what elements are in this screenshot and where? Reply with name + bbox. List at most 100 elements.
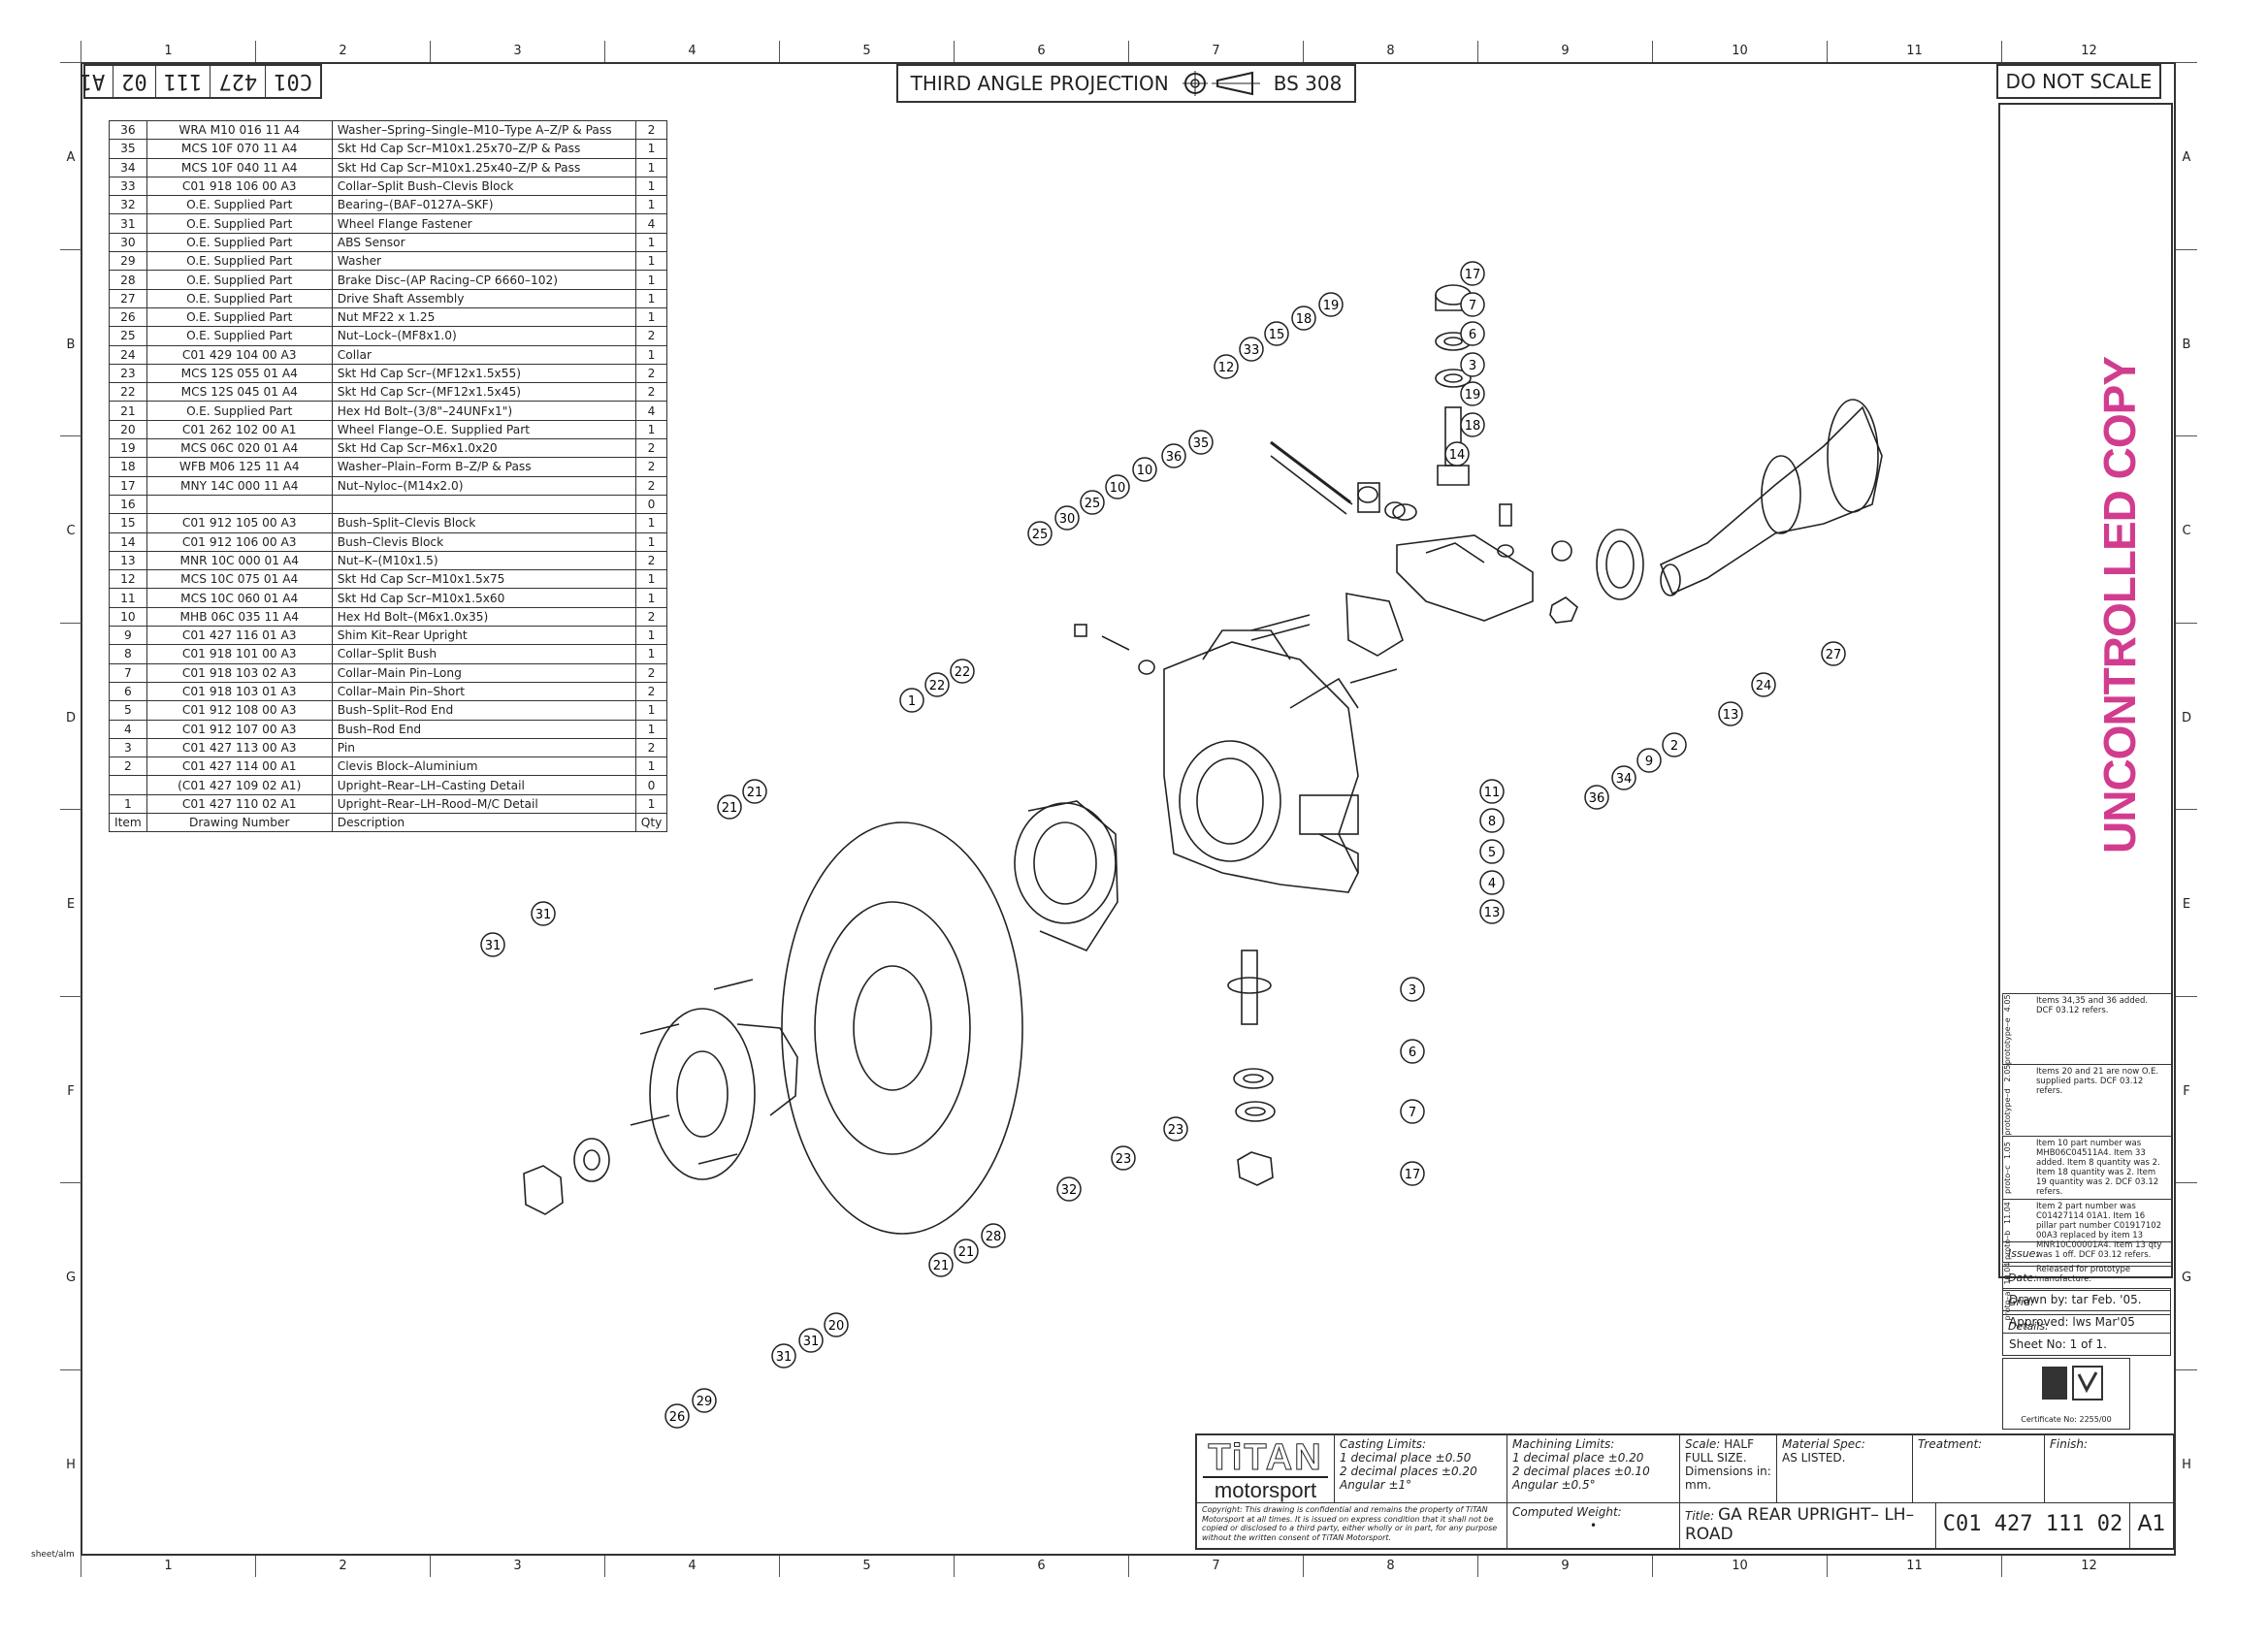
drawing-title: GA REAR UPRIGHT– LH–ROAD bbox=[1685, 1505, 1915, 1544]
item-balloon: 31 bbox=[531, 901, 556, 926]
zone-marker: G bbox=[2176, 1182, 2197, 1369]
approved-by: Approved: lws Mar'05 bbox=[2002, 1310, 2171, 1333]
balloon-number: 21 bbox=[747, 786, 763, 800]
balloon-circle bbox=[1460, 352, 1485, 377]
zone-marker: 6 bbox=[954, 1556, 1128, 1577]
treatment-label: Treatment: bbox=[1918, 1437, 1983, 1451]
balloon-number: 32 bbox=[1061, 1183, 1078, 1198]
item-balloon: 11 bbox=[1479, 779, 1505, 804]
revision-label: prototype–e 4.05 bbox=[2002, 994, 2032, 1065]
certification-badge-icon bbox=[2042, 1366, 2103, 1401]
balloon-circle bbox=[1400, 1039, 1425, 1064]
logo-motorsport-text: motorsport bbox=[1203, 1476, 1328, 1503]
balloon-number: 19 bbox=[1465, 388, 1481, 402]
item-balloon: 6 bbox=[1400, 1039, 1425, 1064]
balloon-number: 6 bbox=[1469, 328, 1476, 342]
sheet-size: A1 bbox=[2137, 1512, 2166, 1536]
bom-quantity: 1 bbox=[634, 793, 668, 814]
bom-drawing-number: C01 912 105 00 A3 bbox=[146, 513, 333, 533]
uncontrolled-copy-stamp: UNCONTROLLED COPY bbox=[2094, 357, 2145, 853]
zone-marker: 1 bbox=[81, 1556, 255, 1577]
item-balloon: 34 bbox=[1611, 765, 1636, 790]
bom-item-number: 21 bbox=[109, 401, 147, 421]
balloon-number: 23 bbox=[1116, 1152, 1132, 1167]
balloon-circle bbox=[1460, 292, 1485, 317]
balloon-number: 8 bbox=[1488, 815, 1496, 829]
bom-item-number: 10 bbox=[109, 606, 147, 628]
item-balloon: 13 bbox=[1718, 701, 1743, 726]
balloon-number: 26 bbox=[669, 1410, 686, 1425]
bom-drawing-number: C01 912 108 00 A3 bbox=[146, 700, 333, 721]
balloon-number: 5 bbox=[1488, 846, 1496, 860]
bom-header-item: Item bbox=[109, 812, 147, 833]
wheel-flange-outline bbox=[649, 1008, 756, 1180]
balloon-number: 6 bbox=[1409, 1046, 1416, 1060]
revision-issue: proto–c bbox=[2003, 1165, 2012, 1194]
bom-header-drawing-number: Drawing Number bbox=[146, 812, 333, 833]
item-balloon: 29 bbox=[692, 1388, 717, 1413]
bom-item-number: 13 bbox=[109, 550, 147, 571]
revision-details: Items 34,35 and 36 added. DCF 03.12 refe… bbox=[2036, 996, 2149, 1015]
balloon-number: 14 bbox=[1449, 448, 1466, 463]
item-balloon: 15 bbox=[1264, 321, 1289, 346]
balloon-number: 9 bbox=[1645, 755, 1653, 769]
balloon-circle bbox=[1460, 321, 1485, 346]
item-balloon: 36 bbox=[1584, 785, 1609, 810]
item-balloon: 2 bbox=[1662, 732, 1687, 757]
zone-marker: 7 bbox=[1128, 1556, 1303, 1577]
revision-details: Item 2 part number was C01427114 01A1. I… bbox=[2036, 1201, 2162, 1260]
balloon-circle bbox=[1460, 261, 1485, 286]
bom-description: Washer–Spring–Single–M10–Type A–Z/P & Pa… bbox=[331, 119, 636, 141]
clevis-block-outline bbox=[1396, 534, 1534, 622]
balloon-number: 10 bbox=[1137, 464, 1153, 478]
balloon-number: 12 bbox=[1218, 361, 1235, 375]
balloon-number: 31 bbox=[535, 908, 552, 922]
bom-drawing-number: MCS 10F 040 11 A4 bbox=[146, 157, 333, 177]
balloon-circle bbox=[742, 779, 767, 804]
item-balloon: 31 bbox=[771, 1343, 796, 1368]
balloon-number: 23 bbox=[1168, 1123, 1184, 1138]
projection-label: THIRD ANGLE PROJECTION bbox=[910, 72, 1169, 95]
balloon-number: 31 bbox=[803, 1335, 820, 1349]
item-balloon: 28 bbox=[981, 1223, 1006, 1248]
item-balloon: 10 bbox=[1105, 474, 1130, 499]
balloon-circle bbox=[1400, 1161, 1425, 1186]
balloon-circle bbox=[1479, 779, 1505, 804]
revision-label: proto–c 1.05 bbox=[2002, 1136, 2032, 1199]
revision-strip bbox=[1998, 103, 2173, 1278]
balloon-number: 7 bbox=[1409, 1106, 1416, 1120]
item-balloon: 35 bbox=[1188, 430, 1214, 455]
item-balloon: 27 bbox=[1821, 641, 1846, 666]
bom-item-number: 30 bbox=[109, 232, 147, 253]
bom-item-number: 32 bbox=[109, 195, 147, 215]
material-label: Material Spec: bbox=[1782, 1437, 1865, 1451]
issue-label: Issue: bbox=[2002, 1241, 2171, 1266]
balloon-circle bbox=[824, 1312, 849, 1337]
balloon-circle bbox=[1264, 321, 1289, 346]
balloon-number: 10 bbox=[1110, 481, 1126, 496]
washer-29-outline bbox=[573, 1138, 610, 1182]
balloon-circle bbox=[1444, 441, 1470, 467]
computed-weight-value: • bbox=[1590, 1519, 1598, 1532]
balloon-circle bbox=[1821, 641, 1846, 666]
weight-cell: Computed Weight: • bbox=[1507, 1503, 1680, 1548]
balloon-number: 19 bbox=[1323, 299, 1340, 313]
revision-date: 4.05 bbox=[2003, 994, 2012, 1012]
balloon-circle bbox=[1584, 785, 1609, 810]
bom-drawing-number: O.E. Supplied Part bbox=[146, 251, 333, 272]
balloon-circle bbox=[1105, 474, 1130, 499]
balloon-number: 27 bbox=[1826, 648, 1842, 662]
